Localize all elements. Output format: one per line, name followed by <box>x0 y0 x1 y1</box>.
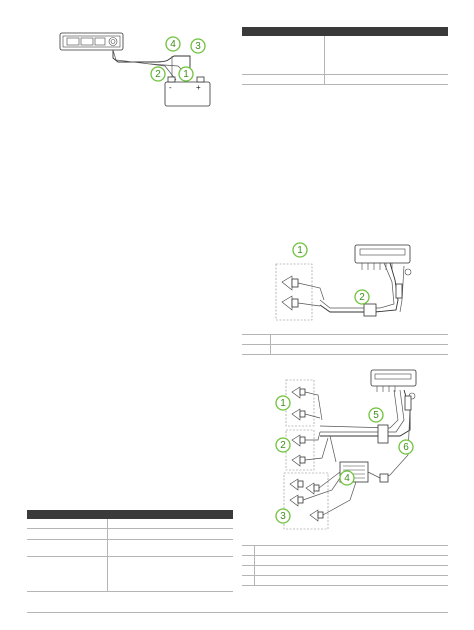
battery-positive-label: + <box>196 83 201 92</box>
table-cell <box>107 519 233 529</box>
svg-text:3: 3 <box>195 41 201 52</box>
table-top-right <box>242 27 448 85</box>
table-mid-right <box>242 334 448 355</box>
table-cell <box>27 556 108 592</box>
svg-text:3: 3 <box>280 511 286 522</box>
callout-mid-1: 1 <box>292 242 308 258</box>
table-cell <box>242 74 325 85</box>
callout-mid-2: 2 <box>354 289 370 305</box>
battery-negative-label: - <box>169 83 172 92</box>
stereo-unit-rear-illustration <box>354 244 412 276</box>
svg-text:1: 1 <box>297 245 303 256</box>
svg-text:6: 6 <box>403 442 409 453</box>
callout-bottom-6: 6 <box>398 439 414 455</box>
table-cell <box>242 555 255 566</box>
table-bottom-right <box>242 545 448 586</box>
table-cell <box>242 575 255 586</box>
table-cell <box>242 545 255 556</box>
callout-bottom-5: 5 <box>368 407 384 423</box>
stereo-unit-illustration <box>59 32 124 51</box>
table-cell <box>107 556 233 592</box>
table-cell <box>242 344 271 355</box>
table-cell <box>254 575 448 586</box>
svg-text:4: 4 <box>344 473 350 484</box>
table-cell <box>242 565 255 576</box>
battery-illustration <box>164 76 211 107</box>
callout-top-3: 3 <box>190 38 206 54</box>
callout-bottom-2: 2 <box>275 437 291 453</box>
svg-text:2: 2 <box>280 440 286 451</box>
table-cell <box>27 539 108 557</box>
table-cell <box>270 344 448 355</box>
svg-text:1: 1 <box>280 398 286 409</box>
table-cell <box>107 539 233 557</box>
svg-text:2: 2 <box>155 69 161 80</box>
svg-text:4: 4 <box>170 39 176 50</box>
svg-text:1: 1 <box>183 69 189 80</box>
stereo-unit-rear-illustration <box>370 369 417 400</box>
table-cell <box>324 74 448 85</box>
svg-text:5: 5 <box>373 410 379 421</box>
svg-text:2: 2 <box>359 292 365 303</box>
callout-bottom-1: 1 <box>275 395 291 411</box>
table-header-cell <box>107 510 233 519</box>
table-cell <box>270 334 448 345</box>
table-cell <box>242 36 325 75</box>
callout-bottom-4: 4 <box>339 470 355 486</box>
table-cell <box>254 545 448 556</box>
table-header-cell <box>27 510 107 519</box>
callout-bottom-3: 3 <box>275 508 291 524</box>
table-cell <box>324 36 448 75</box>
table-cell <box>27 519 108 529</box>
callout-top-2: 2 <box>150 66 166 82</box>
callout-top-1: 1 <box>178 66 194 82</box>
table-cell <box>254 555 448 566</box>
table-cell <box>254 565 448 576</box>
table-cell <box>107 528 233 540</box>
table-bottom-left <box>27 510 233 592</box>
table-cell <box>27 528 108 540</box>
table-header-cell <box>324 27 448 36</box>
table-cell <box>242 334 271 345</box>
footer-rule <box>27 612 448 613</box>
table-header-cell <box>242 27 324 36</box>
callout-top-4: 4 <box>165 36 181 52</box>
